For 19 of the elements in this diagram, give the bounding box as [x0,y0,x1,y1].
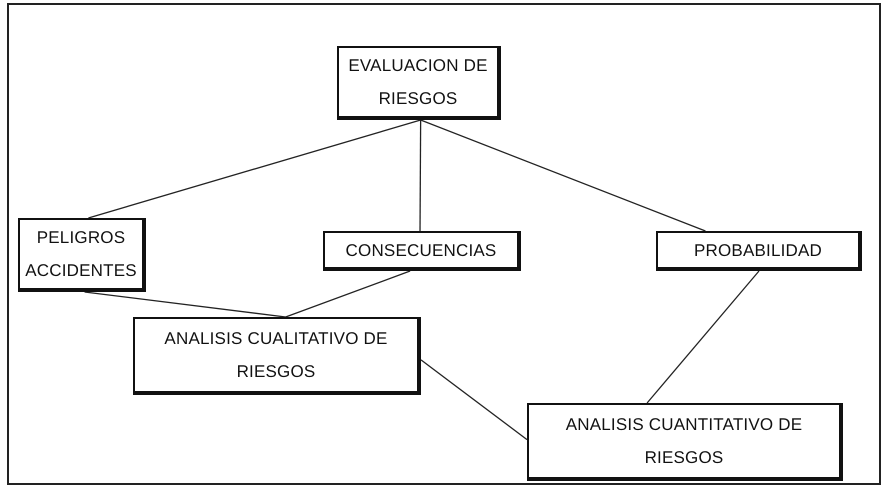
process-box [323,231,521,271]
box-label: EVALUACION DE RIESGOS [347,55,489,110]
process-box [656,231,862,271]
connector-line [420,119,706,232]
process-box [18,218,146,292]
process-box [337,46,501,120]
box-label: PROBABILIDAD [694,240,822,262]
connector-line [88,119,421,219]
process-box [133,317,421,395]
connector-line [285,270,410,318]
process-box [527,403,843,481]
box-label: CONSECUENCIAS [346,240,496,262]
connector-line [84,291,286,318]
box-label: ANALISIS CUANTITATIVO DE RIESGOS [564,414,804,469]
box-label: ANALISIS CUALITATIVO DE RIESGOS [163,328,389,383]
connector-line [419,120,422,231]
box-label: PELIGROS ACCIDENTES [24,227,138,282]
connector-line [646,270,760,404]
connector-line [420,359,528,440]
